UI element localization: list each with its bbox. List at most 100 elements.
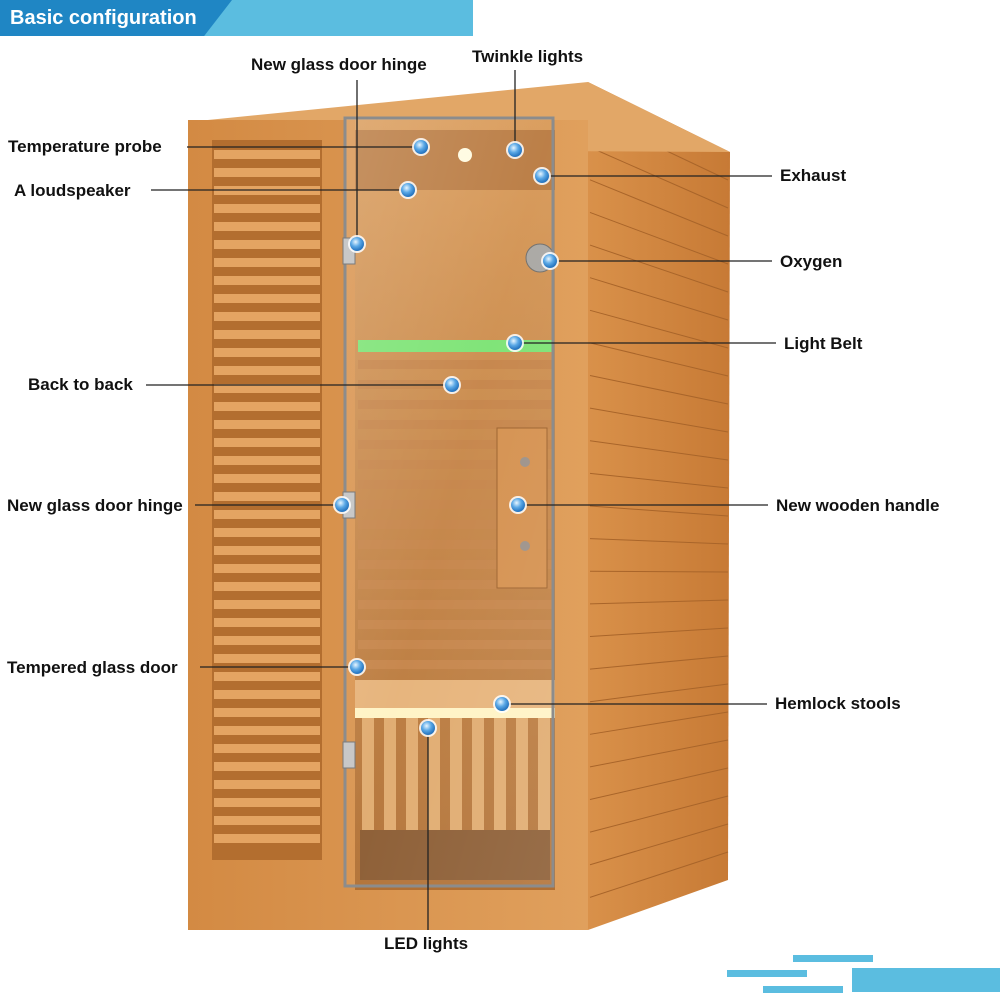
header-banner-tab bbox=[0, 0, 232, 36]
cabin-side-panel bbox=[588, 82, 730, 930]
louver-slat bbox=[214, 366, 320, 375]
callout-markers bbox=[333, 138, 559, 737]
louver-slat bbox=[214, 690, 320, 699]
deco-bar-4 bbox=[852, 968, 1000, 992]
side-groove bbox=[589, 146, 729, 209]
louver-slat bbox=[214, 582, 320, 591]
louver-slat bbox=[214, 294, 320, 303]
louver-slat bbox=[214, 420, 320, 429]
louver-slat bbox=[214, 258, 320, 267]
light-belt-label: Light Belt bbox=[784, 334, 863, 353]
louver-slat bbox=[214, 384, 320, 393]
louver-slat bbox=[214, 744, 320, 753]
louver-slat bbox=[214, 492, 320, 501]
louver-slat bbox=[214, 168, 320, 177]
new-wooden-handle-label: New wooden handle bbox=[776, 496, 940, 515]
side-groove bbox=[589, 375, 729, 405]
side-groove bbox=[589, 711, 729, 735]
tempered-glass-door-marker bbox=[350, 660, 364, 674]
side-groove bbox=[589, 795, 729, 833]
side-groove bbox=[589, 440, 729, 461]
back-to-back-marker bbox=[445, 378, 459, 392]
side-groove bbox=[589, 505, 729, 517]
louver-slat bbox=[214, 528, 320, 537]
temperature-probe-label: Temperature probe bbox=[8, 137, 162, 156]
a-loudspeaker-label: A loudspeaker bbox=[14, 181, 131, 200]
louver-slat bbox=[214, 510, 320, 519]
louver-slat bbox=[214, 618, 320, 627]
led-lights-label: LED lights bbox=[384, 934, 469, 953]
oxygen-label: Oxygen bbox=[780, 252, 843, 271]
hemlock-stools-label: Hemlock stools bbox=[775, 694, 901, 713]
side-groove bbox=[589, 472, 729, 489]
side-groove bbox=[589, 407, 729, 433]
hemlock-stools-marker bbox=[495, 697, 509, 711]
side-groove bbox=[589, 538, 729, 545]
side-groove bbox=[589, 739, 729, 768]
new-glass-door-hinge-top-label: New glass door hinge bbox=[251, 55, 427, 74]
louver-slat bbox=[214, 222, 320, 231]
exhaust-marker bbox=[535, 169, 549, 183]
louver-slat bbox=[214, 708, 320, 717]
deco-bar-1 bbox=[793, 955, 873, 962]
louver-slat bbox=[214, 834, 320, 843]
louver-slats bbox=[214, 150, 320, 843]
side-groove bbox=[589, 244, 729, 293]
led-lights-marker bbox=[421, 721, 435, 735]
tempered-glass-door-label: Tempered glass door bbox=[7, 658, 178, 677]
side-groove bbox=[589, 655, 729, 670]
louver-slat bbox=[214, 600, 320, 609]
twinkle-lights-marker bbox=[508, 143, 522, 157]
callout-leader-lines bbox=[146, 70, 776, 930]
side-groove bbox=[589, 851, 729, 898]
side-groove bbox=[589, 683, 729, 703]
side-groove bbox=[589, 277, 729, 321]
louver-slat bbox=[214, 474, 320, 483]
louver-slat bbox=[214, 798, 320, 807]
louver-slat bbox=[214, 672, 320, 681]
side-groove bbox=[589, 211, 729, 265]
louver-slat bbox=[214, 780, 320, 789]
louver-slat bbox=[214, 348, 320, 357]
side-groove bbox=[589, 627, 729, 637]
header-banner: Basic configuration bbox=[0, 0, 473, 36]
louver-slat bbox=[214, 816, 320, 825]
louver-slat bbox=[214, 726, 320, 735]
louver-slat bbox=[214, 564, 320, 573]
louver-slat bbox=[214, 654, 320, 663]
louver-slat bbox=[214, 312, 320, 321]
cabin-side-grooves bbox=[589, 114, 729, 898]
temperature-probe-marker bbox=[414, 140, 428, 154]
side-groove bbox=[589, 570, 729, 573]
new-glass-door-hinge-mid-label: New glass door hinge bbox=[7, 496, 183, 515]
louver-slat bbox=[214, 456, 320, 465]
louver-slat bbox=[214, 330, 320, 339]
twinkle-lights-label: Twinkle lights bbox=[472, 47, 584, 66]
new-wooden-handle-marker bbox=[511, 498, 525, 512]
side-groove bbox=[589, 823, 729, 866]
hinge-bottom bbox=[342, 741, 356, 769]
side-groove bbox=[589, 767, 729, 801]
louver-slat bbox=[214, 636, 320, 645]
light-belt-marker bbox=[508, 336, 522, 350]
louver-slat bbox=[214, 276, 320, 285]
deco-bar-3 bbox=[763, 986, 843, 993]
louver-slat bbox=[214, 546, 320, 555]
louver-slat bbox=[214, 438, 320, 447]
side-groove bbox=[589, 179, 729, 237]
louver-slat bbox=[214, 204, 320, 213]
new-glass-door-hinge-mid-marker bbox=[335, 498, 349, 512]
deco-bar-2 bbox=[727, 970, 807, 977]
side-groove bbox=[589, 342, 729, 377]
back-to-back-label: Back to back bbox=[28, 375, 133, 394]
page-title: Basic configuration bbox=[10, 7, 197, 29]
a-loudspeaker-marker bbox=[401, 183, 415, 197]
oxygen-marker bbox=[543, 254, 557, 268]
side-groove bbox=[589, 309, 729, 349]
new-glass-door-hinge-top-marker bbox=[350, 237, 364, 251]
louver-slat bbox=[214, 402, 320, 411]
exhaust-label: Exhaust bbox=[780, 166, 847, 185]
louver-slat bbox=[214, 240, 320, 249]
louver-slat bbox=[214, 762, 320, 771]
